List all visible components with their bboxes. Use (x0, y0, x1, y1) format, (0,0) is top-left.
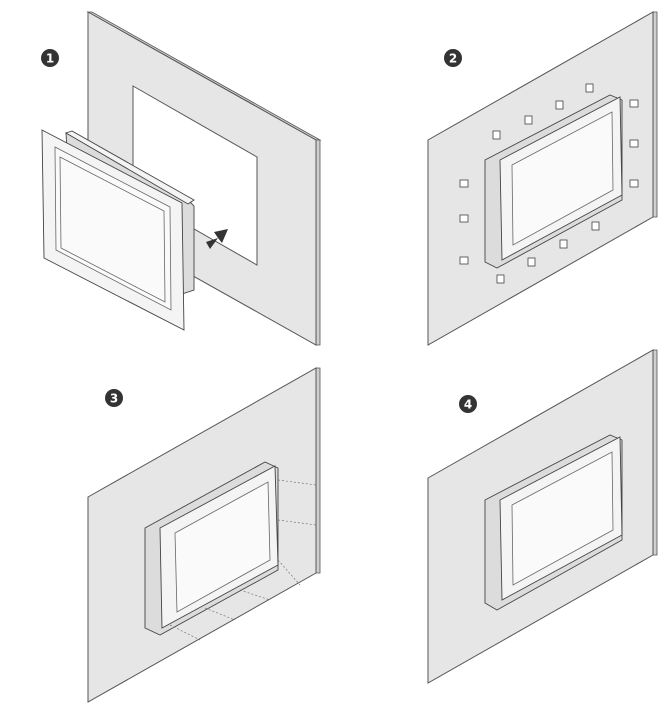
step-badge-1: 1 (41, 49, 59, 67)
step-number: 3 (110, 392, 118, 406)
clip-icon (527, 257, 536, 267)
step-number: 4 (464, 398, 472, 412)
step-3-illustration (87, 367, 321, 703)
clip-icon (629, 179, 639, 188)
clip-icon (492, 130, 501, 140)
step-4-illustration (427, 349, 658, 684)
monitor-screen-inner (59, 156, 166, 303)
wall-side-edge (652, 11, 658, 218)
insert-arrow-icon (206, 229, 228, 249)
clip-icon (524, 115, 533, 125)
step-2-illustration (427, 11, 658, 346)
panel-cutout (132, 85, 258, 266)
wall-side-edge (652, 349, 658, 556)
monitor-back-plate (511, 111, 614, 246)
clip-icon (459, 256, 469, 265)
mounting-clips (459, 83, 639, 284)
step-badge-2: 2 (444, 49, 462, 67)
clip-icon (559, 239, 568, 249)
step-number: 2 (449, 52, 457, 66)
wall-side-edge (315, 139, 321, 346)
wall-side-edge (315, 367, 321, 574)
monitor-top (64, 130, 195, 205)
step-badge-4: 4 (459, 395, 477, 413)
monitor-back-plate (174, 481, 271, 613)
clip-icon (585, 83, 594, 93)
clip-icon (496, 274, 505, 284)
clip-icon (629, 99, 639, 108)
clip-icon (459, 214, 469, 223)
step-1-illustration (41, 11, 322, 346)
clip-icon (591, 221, 600, 231)
clip-icon (629, 139, 639, 148)
step-number: 1 (46, 52, 54, 66)
clip-icon (555, 100, 564, 110)
screw-guide-lines (169, 479, 317, 641)
step-badge-3: 3 (105, 389, 123, 407)
clip-icon (459, 179, 469, 188)
monitor-back-plate (511, 451, 614, 586)
